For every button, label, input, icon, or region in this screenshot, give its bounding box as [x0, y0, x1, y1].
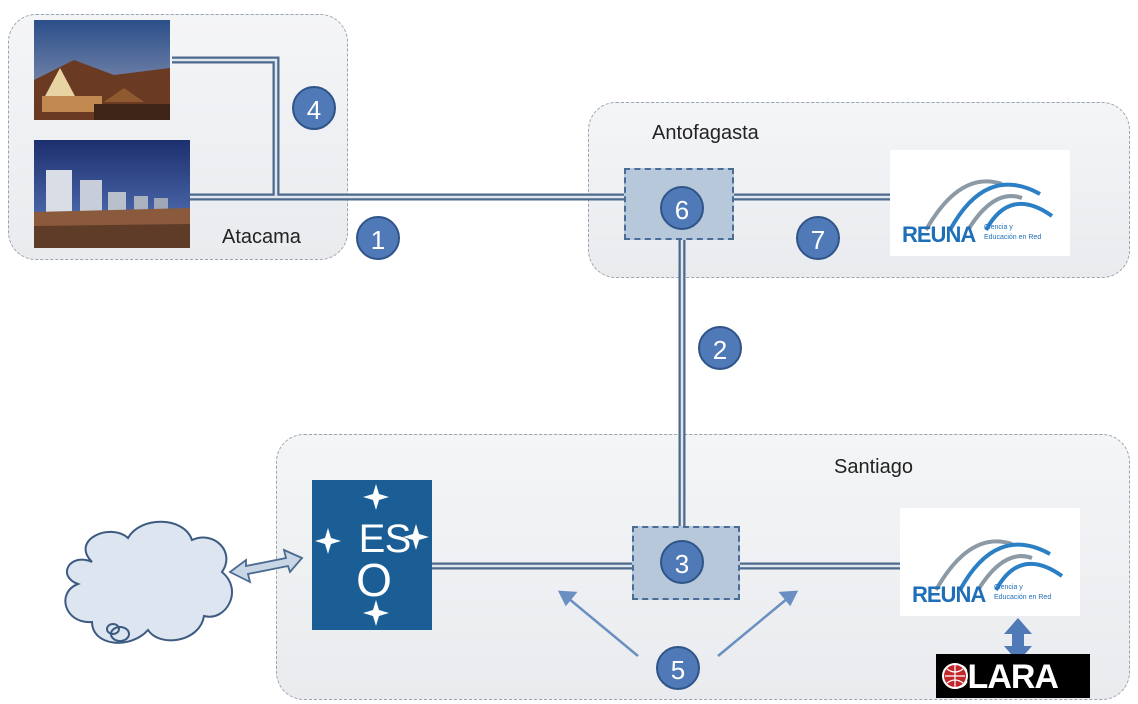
step-5-badge: 5: [656, 646, 700, 690]
observatory-photo-summit: [34, 20, 170, 120]
reuna-logo-santiago: REUNA Ciencia y Educación en Red: [900, 508, 1080, 616]
svg-text:S: S: [385, 517, 412, 561]
reuna-tagline-2: Educación en Red: [984, 234, 1042, 241]
reuna-tagline-1: Ciencia y: [984, 224, 1013, 231]
svg-text:O: O: [356, 554, 392, 606]
clara-logo: CLARA: [936, 654, 1090, 698]
step-6-badge: 6: [660, 186, 704, 230]
reuna-tagline-2: Educación en Red: [994, 594, 1052, 601]
step-5-arrows: [557, 590, 799, 657]
cloud-icon: [64, 520, 233, 644]
reuna-wordmark: REUNA: [902, 222, 976, 247]
step-3-badge: 3: [660, 540, 704, 584]
santiago-label: Santiago: [834, 456, 913, 478]
step-4-badge: 4: [292, 86, 336, 130]
eso-logo: E S O: [312, 480, 432, 630]
step-7-badge: 7: [796, 216, 840, 260]
double-arrow-icon: [228, 548, 304, 584]
svg-text:E: E: [359, 517, 386, 561]
step-2-badge: 2: [698, 326, 742, 370]
reuna-wordmark: REUNA: [912, 582, 986, 607]
antofagasta-label: Antofagasta: [652, 122, 759, 144]
link-outlines: [172, 56, 900, 570]
observatory-photo-vlt: [34, 140, 190, 248]
reuna-tagline-1: Ciencia y: [994, 584, 1023, 591]
atacama-label: Atacama: [222, 226, 301, 248]
vertical-double-arrow-icon: [1004, 618, 1032, 662]
step-1-badge: 1: [356, 216, 400, 260]
reuna-logo-antofagasta: REUNA Ciencia y Educación en Red: [890, 150, 1070, 256]
